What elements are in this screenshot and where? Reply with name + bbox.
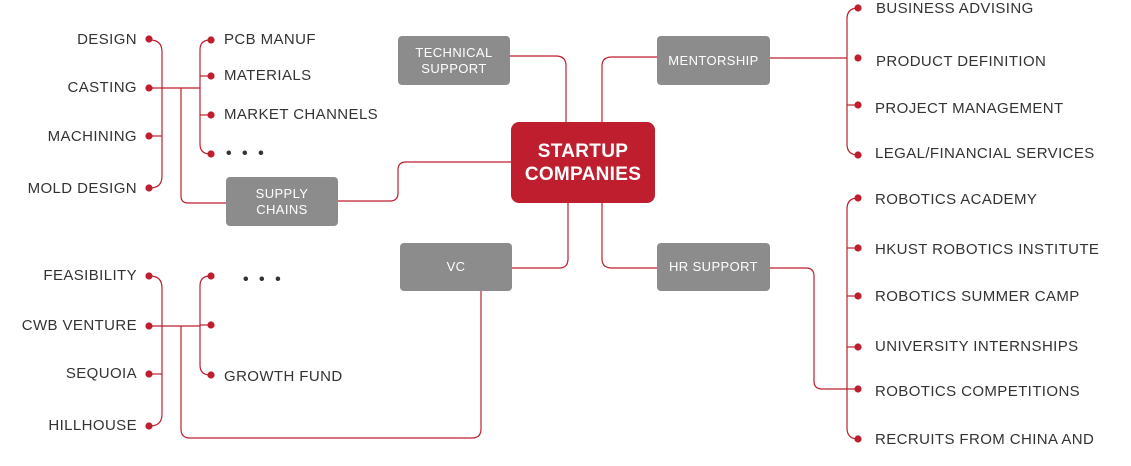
bullet-dot — [145, 132, 153, 140]
connector-line — [199, 39, 211, 155]
label-sequoia: SEQUOIA — [65, 365, 137, 382]
bullet-dot — [145, 184, 153, 192]
label-recruits-from-china-and: RECRUITS FROM CHINA AND — [875, 431, 1095, 448]
bullet-dot — [145, 272, 153, 280]
node-mentorship[interactable]: MENTORSHIP — [657, 36, 770, 85]
connector-line — [338, 161, 511, 202]
bullet-dot — [207, 111, 215, 119]
bullet-dot — [145, 370, 153, 378]
bullet-dot — [854, 54, 862, 62]
label-ellipsis: • • • — [243, 271, 284, 288]
bullet-dot — [145, 35, 153, 43]
label-hillhouse: HILLHOUSE — [48, 417, 137, 434]
label-machining: MACHINING — [47, 128, 137, 145]
label-design: DESIGN — [77, 31, 137, 48]
label-feasibility: FEASIBILITY — [43, 267, 137, 284]
label-ellipsis: • • • — [226, 145, 267, 162]
bullet-dot — [854, 194, 862, 202]
node-technical-support[interactable]: TECHNICAL SUPPORT — [398, 36, 510, 85]
label-robotics-summer-camp: ROBOTICS SUMMER CAMP — [875, 288, 1080, 305]
bullet-dot — [207, 72, 215, 80]
label-business-advising: BUSINESS ADVISING — [876, 0, 1034, 17]
connector-line — [512, 203, 569, 269]
connector-line — [180, 291, 482, 439]
label-cwb-venture: CWB VENTURE — [21, 317, 137, 334]
connector-line — [601, 56, 657, 122]
connector-line — [601, 203, 657, 269]
label-robotics-competitions: ROBOTICS COMPETITIONS — [875, 383, 1081, 400]
label-market-channels: MARKET CHANNELS — [224, 106, 379, 123]
label-product-definition: PRODUCT DEFINITION — [876, 53, 1047, 70]
bullet-dot — [854, 292, 862, 300]
center-node-startup-companies[interactable]: STARTUP COMPANIES — [511, 122, 655, 203]
bullet-dot — [854, 151, 862, 159]
label-project-management: PROJECT MANAGEMENT — [875, 100, 1064, 117]
bullet-dot — [145, 84, 153, 92]
bullet-dot — [145, 322, 153, 330]
connector-line — [180, 88, 226, 204]
bullet-dot — [207, 371, 215, 379]
bullet-dot — [854, 435, 862, 443]
label-pcb-manuf: PCB MANUF — [224, 31, 316, 48]
bullet-dot — [207, 36, 215, 44]
bullet-dot — [854, 101, 862, 109]
connector-line — [846, 197, 859, 440]
bullet-dot — [854, 343, 862, 351]
label-hkust-robotics-institute: HKUST ROBOTICS INSTITUTE — [875, 241, 1100, 258]
bullet-dot — [207, 272, 215, 280]
label-university-internships: UNIVERSITY INTERNSHIPS — [875, 338, 1079, 355]
connector-line — [149, 39, 163, 189]
bullet-dot — [145, 422, 153, 430]
label-mold-design: MOLD DESIGN — [27, 180, 137, 197]
label-casting: CASTING — [67, 79, 137, 96]
node-hr-support[interactable]: HR SUPPORT — [657, 243, 770, 291]
connector-line — [846, 7, 859, 156]
label-materials: MATERIALS — [224, 67, 312, 84]
label-legal-financial-services: LEGAL/FINANCIAL SERVICES — [875, 145, 1095, 162]
bullet-dot — [854, 385, 862, 393]
bullet-dot — [207, 150, 215, 158]
label-growth-fund: GROWTH FUND — [224, 368, 343, 385]
connector-line — [510, 55, 567, 122]
node-supply-chains[interactable]: SUPPLY CHAINS — [226, 177, 338, 226]
label-robotics-academy: ROBOTICS ACADEMY — [875, 191, 1038, 208]
bullet-dot — [207, 321, 215, 329]
node-vc[interactable]: VC — [400, 243, 512, 291]
connector-line — [770, 267, 858, 390]
bullet-dot — [854, 244, 862, 252]
connector-line — [149, 275, 163, 427]
bullet-dot — [854, 4, 862, 12]
